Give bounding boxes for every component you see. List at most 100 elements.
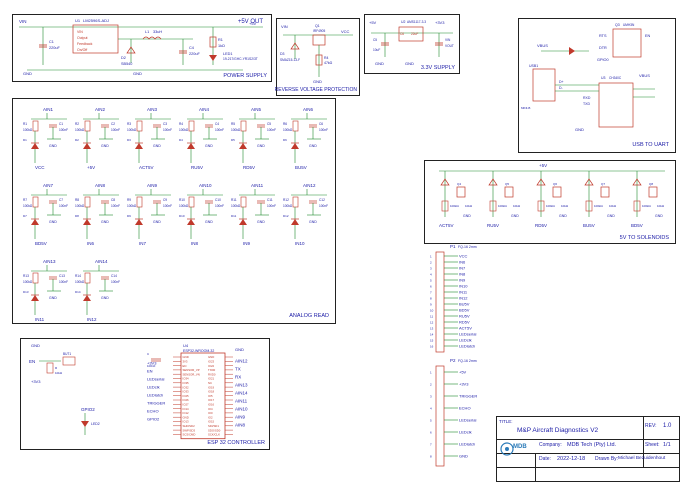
analog-d-label: D4 xyxy=(179,138,183,142)
title-label: TITLE: xyxy=(499,419,513,424)
p1-net-label: RD5V xyxy=(459,320,470,325)
esp-u4-part: ESP32-WROOM-32 xyxy=(183,349,214,353)
analog-net-label: IN10 xyxy=(295,241,305,246)
sol-r2-value: 10kΩ xyxy=(609,204,617,208)
company-value: MDB Tech (Pty) Ltd. xyxy=(567,442,617,448)
analog-c-label: C1 xyxy=(59,122,63,126)
analog-gnd-label: GND xyxy=(205,220,213,224)
analog-r-label: R2 xyxy=(75,122,79,126)
analog-d-label: D5 xyxy=(231,138,235,142)
analog-c-label: C14 xyxy=(111,274,117,278)
esp-3v3-label: +3V3 xyxy=(31,379,41,384)
esp-left-pin: IO14 xyxy=(183,407,190,411)
analog-r-value: 100kΩ xyxy=(179,128,189,132)
usb-u3-label: U3 xyxy=(601,76,606,80)
esp-left-pin: IO12 xyxy=(183,411,190,415)
analog-d-label: D10 xyxy=(179,214,185,218)
analog-gnd-label: GND xyxy=(309,144,317,148)
rv-r4-label: R4 xyxy=(324,56,329,60)
company-logo: MDB xyxy=(499,441,531,465)
p1-net-label: IN6 xyxy=(459,260,466,265)
p2-net-label: +5V xyxy=(459,370,467,375)
analog-d-label: D11 xyxy=(231,214,237,218)
analog-r-label: R4 xyxy=(179,122,183,126)
ps-led1-part: 19-217/GHC-YR1S2/3T xyxy=(223,57,258,61)
svg-text:Output: Output xyxy=(77,36,88,40)
s33-vout-pin: 22uF xyxy=(411,32,418,36)
ps-gnd-label: GND xyxy=(23,71,32,76)
rv-d3-part: SMAZ15-13-F xyxy=(280,58,300,62)
usb-txd-label: TXD xyxy=(583,102,590,106)
esp-right-pin: IO21 xyxy=(208,377,215,381)
esp-but1-label: BUT1 xyxy=(63,352,71,356)
sol-r-value: 100kΩ xyxy=(594,204,604,208)
analog-c-value: 100nF xyxy=(267,204,276,208)
analog-d-label: D6 xyxy=(283,138,287,142)
analog-gnd-label: GND xyxy=(101,144,109,148)
p1-pin-number: 7 xyxy=(430,291,432,295)
usb-q3-label: Q3 xyxy=(615,23,620,27)
esp-left-pin: IO26 xyxy=(183,398,190,402)
esp-right-pin: IO16 xyxy=(208,403,215,407)
esp-gnd-label: GND xyxy=(31,343,40,348)
analog-r-label: R11 xyxy=(231,198,237,202)
analog-channel-name: AIN2 xyxy=(95,107,106,112)
analog-c-value: 100nF xyxy=(111,128,120,132)
analog-gnd-label: GND xyxy=(49,220,57,224)
p2-net-label: TRIGGER xyxy=(459,394,477,399)
s33-gnd2-label: GND xyxy=(405,61,414,66)
analog-c-label: C4 xyxy=(215,122,219,126)
supply-3v3-block: +5V +3V3 C6 22uF U2 AMS1117-3.3 C5 10uF … xyxy=(364,14,460,74)
rv-r4-value: 47kΩ xyxy=(324,61,333,65)
power-supply-diagram: VIN U1 LM2596S-ADJ VIN Output Feedback O… xyxy=(19,18,263,76)
power-supply-title: POWER SUPPLY xyxy=(223,73,267,79)
sol-gnd-label: GND xyxy=(607,214,615,218)
analog-c-label: C10 xyxy=(215,198,221,202)
s33-gnd-label: GND xyxy=(375,61,384,66)
svg-text:Feedback: Feedback xyxy=(77,42,93,46)
sol-gnd-label: GND xyxy=(655,214,663,218)
analog-channel-name: AIN12 xyxy=(303,183,316,188)
company-label: Company: xyxy=(539,442,562,448)
esp-right-net: AIN14 xyxy=(235,391,248,396)
analog-net-label: ACT5V xyxy=(139,165,154,170)
analog-r-value: 100kΩ xyxy=(23,204,33,208)
logo-text: MDB xyxy=(513,444,527,450)
reverse-voltage-block: VIN VCC D3 SMAZ15-13-F Q1 IRF4905 R4 47k… xyxy=(275,18,360,96)
rv-vin-label: VIN xyxy=(281,24,288,29)
esp-left-pin: SHD/SD2 xyxy=(183,424,196,428)
p1-part: FQ-16 2mm xyxy=(458,245,477,249)
analog-d-label: D2 xyxy=(75,138,79,142)
title-value: M&P Aircraft Diagnostics V2 xyxy=(517,427,599,434)
analog-gnd-label: GND xyxy=(49,296,57,300)
supply-3v3-diagram: +5V +3V3 C6 22uF U2 AMS1117-3.3 C5 10uF … xyxy=(369,20,454,66)
analog-c-value: 100nF xyxy=(111,280,120,284)
esp-right-pin: IO0 xyxy=(208,411,213,415)
analog-channel-name: AIN13 xyxy=(43,259,56,264)
analog-channel-name: AIN7 xyxy=(43,183,54,188)
analog-d-label: D8 xyxy=(75,214,79,218)
analog-read-title: ANALOG READ xyxy=(289,313,329,319)
analog-r-label: R5 xyxy=(231,122,235,126)
esp-left-net: LEDserial xyxy=(147,377,164,382)
p2-net-label: +3V3 xyxy=(459,382,469,387)
s33-3v3-label: +3V3 xyxy=(435,20,445,25)
sol-r-value: 100kΩ xyxy=(498,204,508,208)
analog-r-label: R12 xyxy=(283,198,289,202)
analog-c-value: 100nF xyxy=(319,128,328,132)
p1-pin-number: 6 xyxy=(430,285,432,289)
esp-right-net: AIN13 xyxy=(235,383,248,388)
analog-r-value: 100kΩ xyxy=(283,128,293,132)
analog-r-label: R14 xyxy=(75,274,81,278)
analog-c-label: C2 xyxy=(111,122,115,126)
s33-c6-value: VOUT xyxy=(445,44,454,48)
p2-net-label: GND xyxy=(459,454,468,459)
usb-gnd-label: GND xyxy=(575,127,584,132)
analog-d-label: D12 xyxy=(283,214,289,218)
